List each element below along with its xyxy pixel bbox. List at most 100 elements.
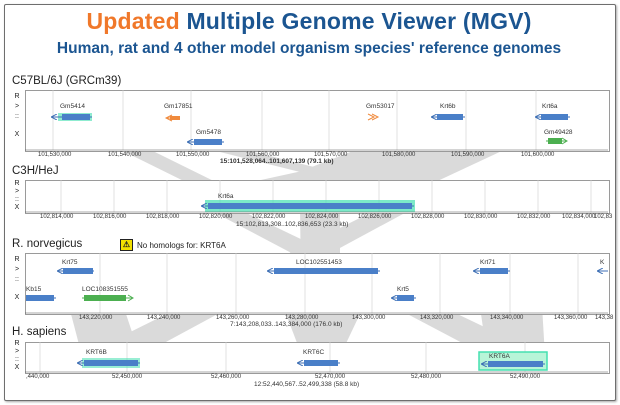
axis-tick-label: 102,832,000 <box>517 214 551 220</box>
axis-tick-label: 143,320,000 <box>420 315 454 321</box>
axis-tick-label: 143,220,000 <box>79 315 113 321</box>
warning-icon: ⚠ <box>120 239 133 251</box>
expand-button[interactable]: > <box>14 348 20 355</box>
track-controls: R > :: X <box>12 255 22 303</box>
track-controls: R > :: X <box>12 92 22 140</box>
gene-label: LOC102551453 <box>296 259 342 266</box>
gene-label: KRT6B <box>86 349 107 356</box>
gene-loc108351555[interactable] <box>82 294 134 302</box>
gene-label: Krt6a <box>542 103 558 110</box>
axis-tick-label: 52,470,000 <box>315 374 346 380</box>
gene-label: Krt6b <box>440 103 456 110</box>
range-label: 12:52,440,567..52,499,338 (58.8 kb) <box>254 381 360 388</box>
track-name: R. norvegicus <box>12 238 83 250</box>
gene-krt71[interactable] <box>474 268 510 274</box>
gene-label: LOC108351555 <box>82 286 128 293</box>
axis-tick-label: 101,590,000 <box>451 152 485 158</box>
gene-loc102551453[interactable] <box>268 268 380 274</box>
gene-label: Gm5414 <box>60 103 85 110</box>
axis-tick-label: 102,826,000 <box>358 214 392 220</box>
no-homologs-notice: ⚠ No homologs for: KRT6A <box>120 239 226 251</box>
gene-label: Gm5478 <box>196 129 221 136</box>
axis-tick-label: 143,340,000 <box>490 315 524 321</box>
expand-button[interactable]: > <box>14 103 20 110</box>
reverse-button[interactable]: R <box>14 180 20 187</box>
gene-krt6b[interactable] <box>432 114 465 120</box>
axis-tick-label: 102,818,000 <box>146 214 180 220</box>
gene-gm5414[interactable] <box>52 113 92 121</box>
gene-label: Krt71 <box>480 259 496 266</box>
axis-tick-label: 101,540,000 <box>108 152 142 158</box>
axis-tick-label: 102,834,000 <box>562 214 596 220</box>
track-panel-c57bl6j <box>25 90 610 152</box>
axis-tick-label: 102,820,000 <box>199 214 233 220</box>
remove-button[interactable]: X <box>14 131 20 138</box>
axis-tick-label: 102,83 <box>594 214 613 220</box>
drag-handle[interactable]: :: <box>15 196 19 203</box>
axis-tick-label: 101,560,000 <box>246 152 280 158</box>
axis-tick-label: 143,240,000 <box>147 315 181 321</box>
gene-label: Gm49428 <box>544 129 573 136</box>
gene-gm53017[interactable] <box>367 113 380 121</box>
gene-label: Gm53017 <box>366 103 395 110</box>
page-subtitle: Human, rat and 4 other model organism sp… <box>56 40 562 57</box>
range-label: 7:143,208,033..143,384,000 (176.0 kb) <box>230 321 343 328</box>
gene-gm49428[interactable] <box>546 137 568 145</box>
gene-label: Krt75 <box>62 259 78 266</box>
axis-tick-label: 102,830,000 <box>464 214 498 220</box>
axis-tick-label: ,440,000 <box>26 374 50 380</box>
axis-tick-label: 102,814,000 <box>40 214 74 220</box>
gene-krt5[interactable] <box>392 295 416 301</box>
axis-tick-label: 102,828,000 <box>411 214 445 220</box>
axis-tick-label: 143,38 <box>595 315 614 321</box>
gene-gm17851[interactable] <box>164 114 180 122</box>
title-main: Multiple Genome Viewer (MGV) <box>186 8 532 34</box>
grid-lines <box>39 90 592 372</box>
track-panel-rnorvegicus <box>25 253 610 315</box>
gene-gm5478[interactable] <box>188 139 224 145</box>
track-name: C57BL/6J (GRCm39) <box>12 75 122 87</box>
axis-tick-label: 101,530,000 <box>38 152 72 158</box>
remove-button[interactable]: X <box>14 294 20 301</box>
axis-tick-label: 52,480,000 <box>411 374 442 380</box>
drag-handle[interactable]: :: <box>15 113 19 120</box>
drag-handle[interactable]: :: <box>15 356 19 363</box>
title-prefix: Updated <box>86 8 180 34</box>
drag-handle[interactable]: :: <box>15 276 19 283</box>
reverse-button[interactable]: R <box>14 256 20 263</box>
axis-tick-label: 52,460,000 <box>211 374 242 380</box>
page-title: Updated Multiple Genome Viewer (MGV) <box>0 8 618 35</box>
gene-label: KRT6A <box>489 353 510 360</box>
gene-label: Krt5 <box>397 286 409 293</box>
axis-tick-label: 102,824,000 <box>305 214 339 220</box>
gene-label: K <box>600 259 605 266</box>
track-controls: R > :: X <box>12 340 22 372</box>
axis-tick-label: 101,600,000 <box>521 152 555 158</box>
expand-button[interactable]: > <box>14 266 20 273</box>
axis-tick-label: 52,450,000 <box>112 374 143 380</box>
gene-label: KRT6C <box>303 349 325 356</box>
gene-krt6c-hs[interactable] <box>298 360 340 366</box>
axis-tick-label: 101,570,000 <box>314 152 348 158</box>
track-controls: R > :: X <box>12 180 22 212</box>
axis-tick-label: 102,822,000 <box>252 214 286 220</box>
gene-label: Gm17851 <box>164 103 193 110</box>
gene-krt6a-hs[interactable] <box>478 351 548 371</box>
no-homologs-text: No homologs for: KRT6A <box>137 240 226 250</box>
axis-tick-label: 101,550,000 <box>176 152 210 158</box>
gene-label: Krt6a <box>218 193 234 200</box>
remove-button[interactable]: X <box>14 364 20 371</box>
gene-krt75[interactable] <box>58 268 94 274</box>
gene-krt6b-hs[interactable] <box>78 358 140 368</box>
gene-krt6a-c57[interactable] <box>536 114 570 120</box>
remove-button[interactable]: X <box>14 204 20 211</box>
axis-tick-label: 143,360,000 <box>554 315 588 321</box>
gene-krt6a-c3h[interactable] <box>202 200 415 212</box>
expand-button[interactable]: > <box>14 188 20 195</box>
reverse-button[interactable]: R <box>14 93 20 100</box>
reverse-button[interactable]: R <box>14 340 20 347</box>
gene-kb15[interactable] <box>26 295 56 301</box>
gene-label: Kb15 <box>26 286 42 293</box>
axis-tick-label: 143,300,000 <box>352 315 386 321</box>
